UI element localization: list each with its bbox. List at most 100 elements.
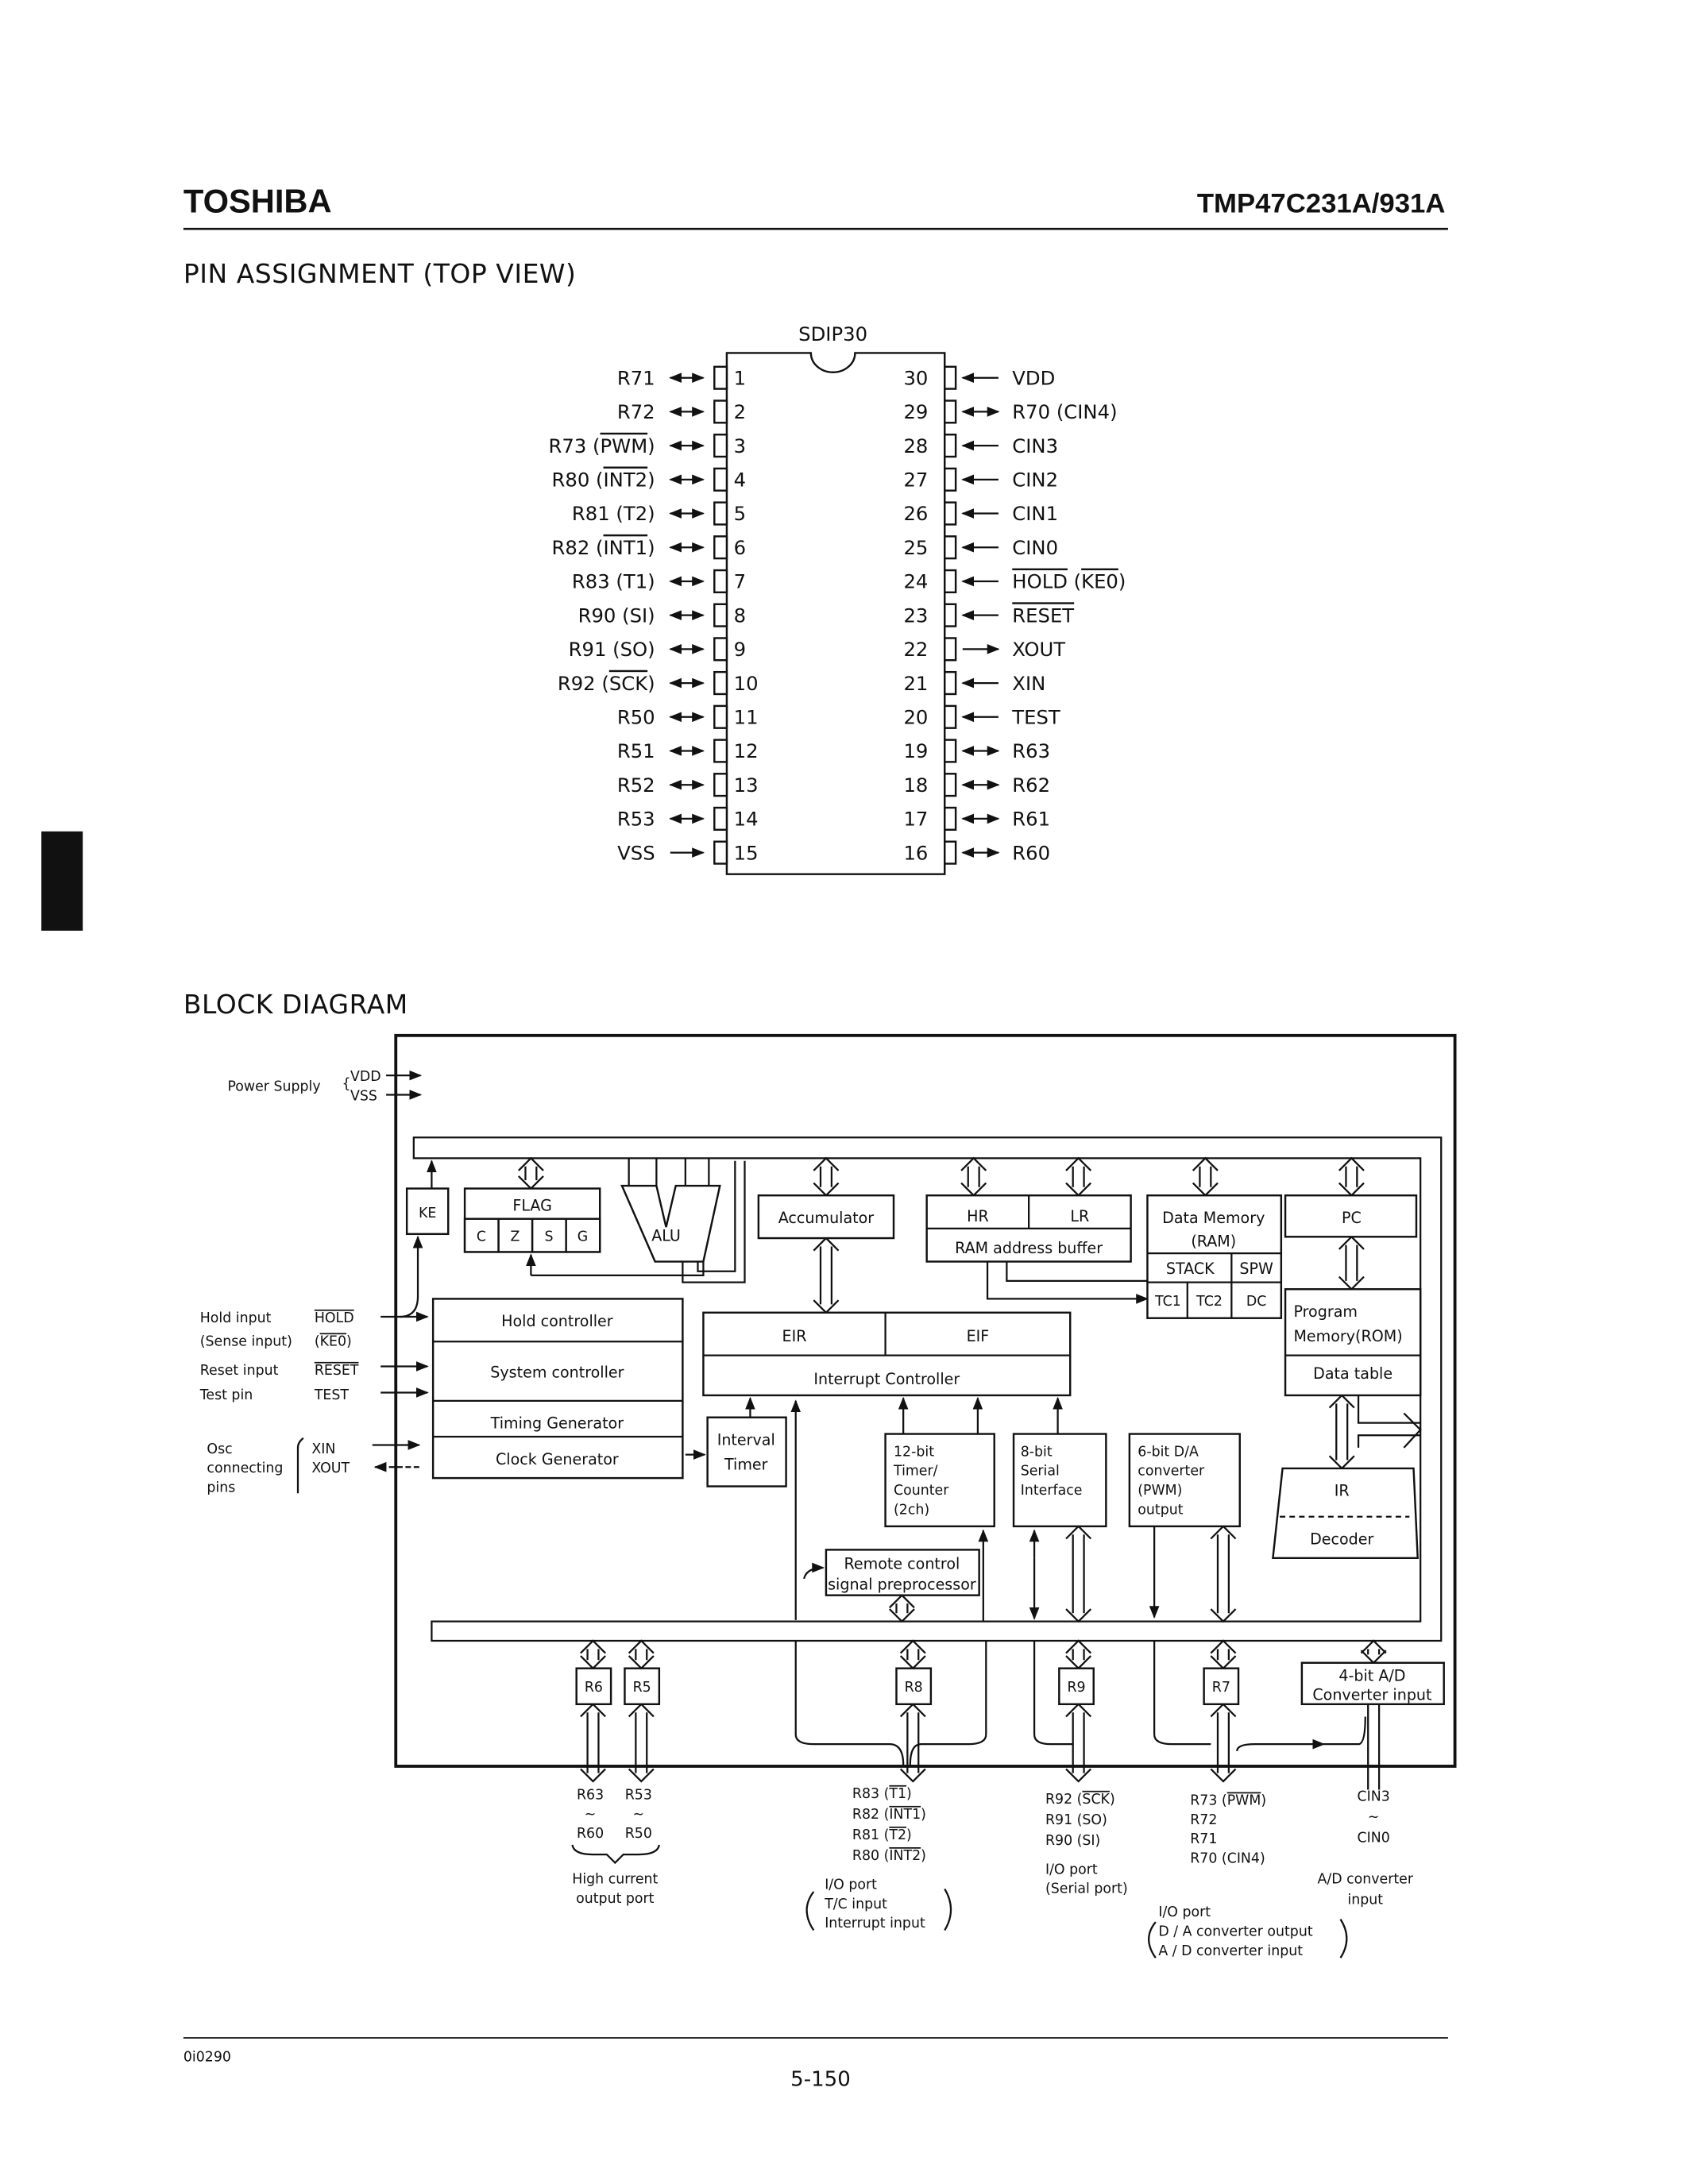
da-label: 6-bit D/A	[1138, 1444, 1199, 1460]
pin-label-part: KE0	[1081, 570, 1118, 593]
r7-description: I/O port	[1158, 1904, 1211, 1920]
pin-number: 22	[903, 638, 928, 661]
r9-pin-label-part: R90 (SI)	[1045, 1833, 1100, 1849]
eif-label: EIF	[967, 1327, 990, 1345]
pin-number: 16	[903, 841, 928, 864]
pin-label-part: SCK	[609, 672, 648, 695]
r8-pin-label: R80 (INT2)	[852, 1848, 926, 1864]
cin-pin-range: ~	[1368, 1809, 1380, 1825]
port-R5	[624, 1667, 661, 1706]
r5-pin-range: R53	[625, 1788, 652, 1804]
cin-pin-range: CIN3	[1358, 1788, 1390, 1804]
r7-pin-label: R70 (CIN4)	[1190, 1850, 1265, 1866]
ad-converter-label: Converter input	[1312, 1686, 1432, 1704]
r8-pin-label-part: R81 (	[852, 1827, 889, 1843]
r5-pin-range: R50	[625, 1826, 652, 1842]
bus-connection	[1065, 1156, 1092, 1197]
remote-control-label: Remote control	[844, 1555, 960, 1573]
pin-label-part: R92 (	[558, 672, 609, 695]
accumulator-label: Accumulator	[778, 1209, 875, 1227]
pin-number: 19	[903, 739, 928, 762]
bus-connection	[628, 1703, 655, 1783]
pin-number: 28	[903, 434, 928, 457]
pin-lead	[944, 603, 957, 627]
pin-lead	[713, 467, 728, 492]
r9-pin-label-part: )	[1110, 1792, 1115, 1808]
ke-block	[405, 1187, 450, 1236]
pin-label-part: R90 (SI)	[578, 604, 655, 627]
serial-label: Serial	[1021, 1464, 1060, 1480]
r6-pin-range-part: R63	[577, 1788, 604, 1804]
pin-label-part: INT2	[604, 468, 648, 491]
pin-label-part: R53	[617, 808, 655, 831]
r9-description: I/O port	[1045, 1862, 1098, 1877]
bus-connection	[1360, 1639, 1387, 1665]
pin-label-part: R60	[1012, 841, 1050, 864]
xin-label: XIN	[311, 1441, 335, 1457]
pin-label: R53	[617, 808, 655, 831]
r6-pin-range: ~	[585, 1807, 597, 1823]
pin-lead	[713, 704, 728, 729]
osc-label: Osc	[207, 1441, 232, 1457]
flag-G-label: G	[577, 1229, 588, 1245]
pin-label-part: TEST	[1011, 705, 1060, 728]
bus-connection	[580, 1703, 606, 1783]
pin-number: 7	[734, 570, 746, 593]
paren	[1148, 1919, 1348, 1958]
pin-number: 3	[734, 434, 746, 457]
pin-label-part: PWM	[601, 434, 648, 457]
chip-boundary	[394, 1033, 1457, 1768]
pin-label: VDD	[1012, 366, 1055, 389]
pin-label: HOLD (KE0)	[1012, 570, 1126, 593]
pin-label: R91 (SO)	[569, 638, 655, 661]
pin-3: R73 (PWM)3	[549, 434, 746, 458]
pin-label-part: )	[647, 468, 655, 491]
pin-label: R90 (SI)	[578, 604, 655, 627]
pc-register	[1284, 1194, 1418, 1238]
pin-lead	[944, 365, 957, 390]
svg-text:(KE0): (KE0)	[315, 1333, 352, 1349]
pin-label-part: XIN	[1012, 672, 1045, 695]
svg-text:{: {	[342, 1076, 351, 1092]
pin-lead	[944, 670, 957, 696]
pin-number: 24	[903, 570, 928, 593]
pin-label-part: R71	[617, 366, 655, 389]
reset-pin-label: RESET	[315, 1363, 359, 1379]
pin-label: CIN3	[1012, 434, 1058, 457]
pin-label: R81 (T2)	[572, 502, 655, 525]
pin-label-part: RESET	[1012, 604, 1074, 627]
flag-Z-label: Z	[510, 1229, 520, 1245]
r5-pin-range-part: R50	[625, 1826, 652, 1842]
flag-Z	[497, 1217, 534, 1253]
timer-counter-label: Timer/	[893, 1464, 938, 1480]
bus-connection	[628, 1639, 655, 1670]
ram-address-buffer-label: RAM address buffer	[955, 1239, 1103, 1257]
program-memory-label: Memory(ROM)	[1293, 1327, 1402, 1345]
dc-label: DC	[1246, 1294, 1266, 1310]
pin-label: CIN0	[1012, 536, 1058, 559]
pin-label: R61	[1012, 808, 1050, 831]
pin-label-part: R52	[617, 774, 655, 797]
r9-pin-label-part: SCK	[1082, 1792, 1110, 1808]
osc-label: pins	[207, 1480, 235, 1495]
r8-pin-label: R82 (INT1)	[852, 1807, 926, 1823]
r8-description: Interrupt input	[825, 1916, 925, 1931]
bus-connection	[1210, 1703, 1237, 1783]
pin-number: 6	[734, 536, 746, 559]
pin-24: 24 HOLD (KE0)	[903, 569, 1126, 594]
pin-number: 20	[903, 705, 928, 728]
pin-lead	[713, 569, 728, 594]
pin-lead	[713, 637, 728, 662]
r7-pin-label-part: R70 (CIN4)	[1190, 1850, 1265, 1866]
pin-assignment-title: PIN ASSIGNMENT (TOP VIEW)	[183, 258, 577, 289]
pin-number: 14	[734, 808, 759, 831]
page-number: 5-150	[790, 2068, 851, 2092]
port-label: R5	[633, 1680, 651, 1696]
r7-description: A / D converter input	[1158, 1943, 1303, 1959]
